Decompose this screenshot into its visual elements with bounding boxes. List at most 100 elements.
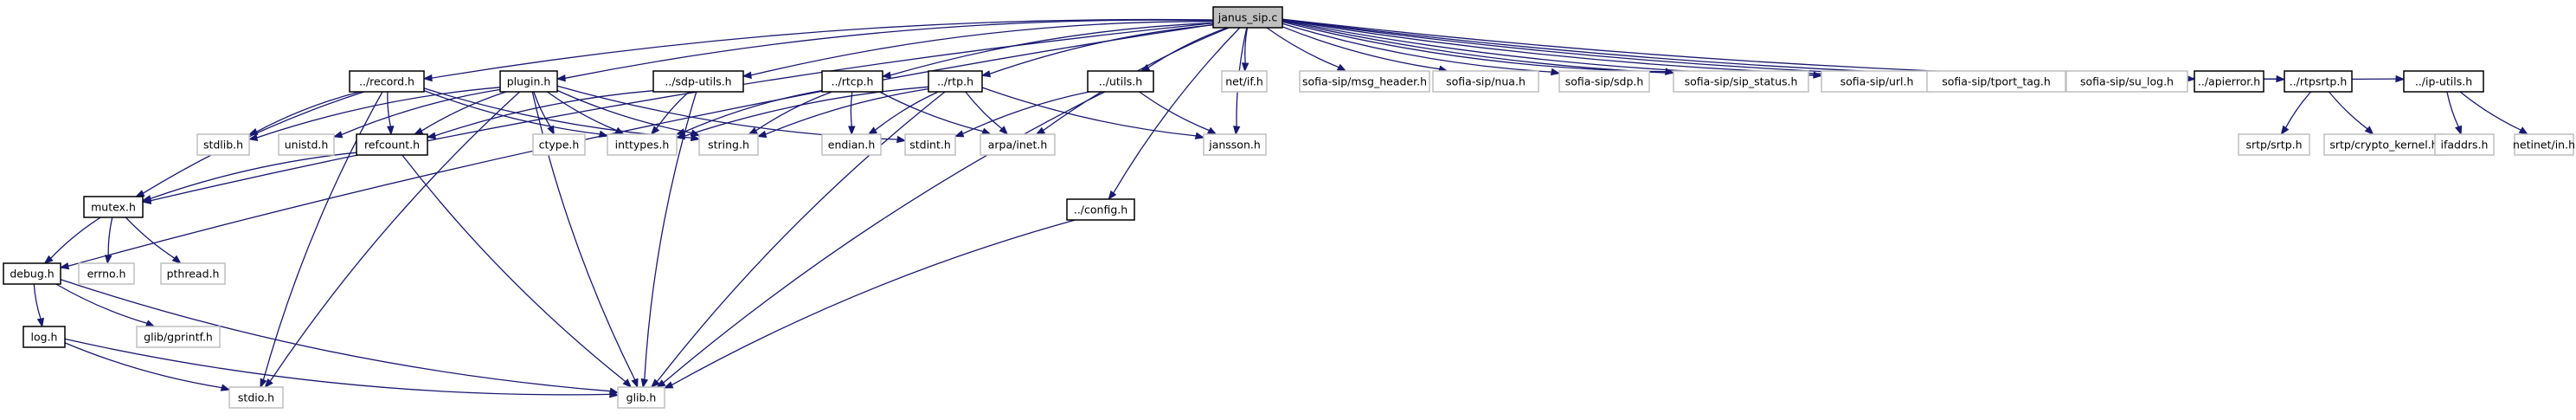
node-inttypes: inttypes.h [607,133,678,156]
node-refcount[interactable]: refcount.h [356,133,428,156]
arrowhead-icon [1035,126,1046,135]
node-box [196,133,250,156]
edge-line [879,91,984,132]
node-label: errno.h [87,268,126,281]
node-box [3,262,61,285]
node-sdputils[interactable]: ../sdp-utils.h [652,70,744,93]
node-box [2514,133,2574,156]
edge-line [547,91,617,132]
node-rtpsrtp[interactable]: ../rtpsrtp.h [2284,70,2353,93]
node-box [904,133,956,156]
arrowhead-icon [1241,62,1249,73]
edge-mutex-to-debug [43,216,101,264]
node-box [607,133,678,156]
arrowhead-icon [264,378,273,389]
node-janus_sip[interactable]: janus_sip.c [1212,6,1283,29]
node-label: log.h [31,331,58,344]
node-stdio: stdio.h [228,386,284,409]
edge-plugin-to-unistd [332,88,501,139]
edge-line [107,216,113,256]
edge-plugin-to-inttypes [547,91,625,135]
edge-rtp-to-jansson [981,87,1205,139]
edge-rtcp-to-endian [848,91,856,136]
edge-janus_sip-to-plugin [556,19,1214,82]
edge-record-to-refcount [387,91,395,136]
edge-line [150,23,1214,202]
node-box [1203,133,1267,156]
node-label: ../sdp-utils.h [665,75,731,88]
node-label: stdlib.h [203,139,243,152]
edge-debug-to-gprintf [55,283,156,327]
edge-line [1147,27,1228,68]
node-rtp[interactable]: ../rtp.h [928,70,983,93]
node-box [160,262,226,285]
arrowhead-icon [413,127,424,135]
edge-line [989,24,1214,74]
node-label: ../apierror.h [2198,75,2260,88]
arrowhead-icon [981,127,992,135]
node-box [2194,70,2264,93]
node-rtcp[interactable]: ../rtcp.h [821,70,883,93]
node-plugin[interactable]: plugin.h [499,70,558,93]
arrowhead-icon [742,71,752,80]
arrowhead-icon [2364,126,2374,135]
node-box [1087,70,1154,93]
node-label: sofia-sip/nua.h [1446,75,1526,88]
edge-sdputils-to-refcount [426,90,654,139]
node-box [652,70,744,93]
edge-line [1282,26,1440,70]
node-label: netinet/in.h [2513,139,2575,152]
node-box [349,70,425,93]
edge-plugin-to-stdio [264,91,521,389]
edge-line [423,89,601,135]
node-gprintf: glib/gprintf.h [136,326,221,348]
arrowhead-icon [105,255,112,265]
edge-rtp-to-string [756,87,929,139]
edge-rtcp-to-arpainet [879,91,992,135]
edge-line [2284,91,2312,128]
node-box [1299,70,1430,93]
node-record[interactable]: ../record.h [349,70,425,93]
node-log[interactable]: log.h [22,326,66,348]
arrowhead-icon [220,384,231,391]
node-config[interactable]: ../config.h [1066,198,1135,221]
node-iputils[interactable]: ../ip-utils.h [2403,70,2484,93]
node-debug[interactable]: debug.h [3,262,61,285]
edge-line [67,23,1214,267]
arrowhead-icon [1194,132,1205,139]
node-box [698,133,759,156]
node-label: sofia-sip/su_log.h [2080,75,2174,88]
edge-line [1282,19,2059,78]
node-url: sofia-sip/url.h [1821,70,1933,93]
node-box [2403,70,2484,93]
arrowhead-icon [980,70,992,78]
edge-line [663,91,1106,384]
node-box [980,133,1056,156]
edge-line [1244,27,1249,64]
node-endian: endian.h [821,133,882,156]
arrowhead-icon [999,126,1009,135]
edge-line [755,91,832,132]
edge-line [874,91,939,131]
arrowhead-icon [387,126,395,136]
node-utils[interactable]: ../utils.h [1087,70,1154,93]
node-ifaddrs: ifaddrs.h [2434,133,2495,156]
node-label: arpa/inet.h [988,139,1048,152]
edge-janus_sip-to-config [1108,27,1241,201]
edge-line [531,91,636,380]
nodes-layer: janus_sip.c debug.h mutex.h ../record.h plug… [3,6,2575,409]
arrowhead-icon [598,130,609,138]
arrowhead-icon [332,131,344,139]
arrowhead-icon [426,132,437,139]
node-label: ../record.h [359,75,414,88]
edge-mutex-to-errno [105,216,113,265]
node-box [1673,70,1809,93]
edge-line [671,219,1076,386]
edge-line [125,216,176,259]
node-apierror[interactable]: ../apierror.h [2194,70,2264,93]
node-msg_header: sofia-sip/msg_header.h [1299,70,1430,93]
node-jansson: jansson.h [1203,133,1267,156]
edge-record-to-inttypes [423,89,609,138]
node-mutex[interactable]: mutex.h [83,196,144,218]
node-label: debug.h [10,268,54,281]
